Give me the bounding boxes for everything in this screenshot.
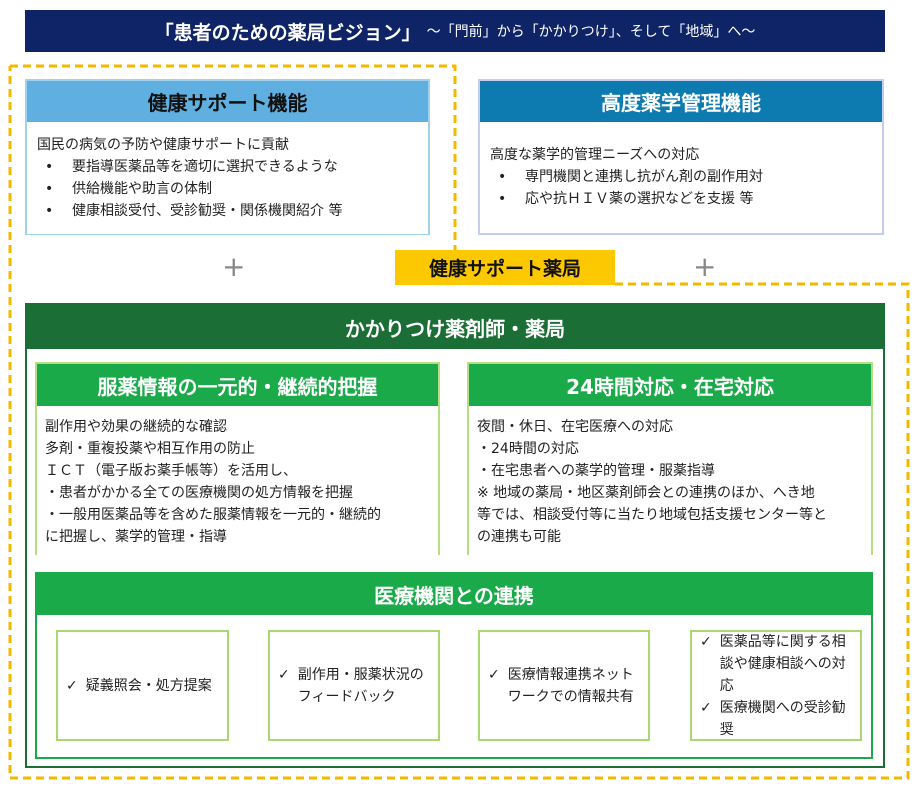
cooperation-item: ✓疑義照会・処方提案	[56, 630, 229, 741]
vision-title-banner: 「患者のための薬局ビジョン」 ～「門前」から「かかりつけ」、そして「地域」へ～	[25, 10, 885, 52]
list-item: •供給機能や助言の体制	[45, 181, 212, 197]
text-line: 夜間・休日、在宅医療への対応	[477, 419, 673, 435]
check-icon: ✓	[700, 699, 712, 716]
medication-heading: 服薬情報の一元的・継続的把握	[37, 364, 438, 406]
text-line: ※ 地域の薬局・地区薬剤師会との連携のほか、へき地	[477, 485, 815, 501]
health-support-box: 健康サポート機能 国民の病気の予防や健康サポートに貢献 •要指導医薬品等を適切に…	[25, 79, 430, 235]
cooperation-item: ✓副作用・服薬状況のフィードバック	[268, 630, 440, 741]
health-support-intro: 国民の病気の予防や健康サポートに貢献	[37, 137, 289, 153]
24h-home-care-box: 24時間対応・在宅対応 夜間・休日、在宅医療への対応 ・24時間の対応 ・在宅患…	[467, 362, 873, 558]
check-icon: ✓	[278, 666, 290, 683]
text-line: に把握し、薬学的管理・指導	[45, 529, 227, 545]
24h-heading: 24時間対応・在宅対応	[469, 364, 871, 406]
plus-icon: +	[693, 250, 717, 283]
text-line: ＩＣＴ（電子版お薬手帳等）を活用し、	[45, 463, 297, 479]
list-item: •専門機関と連携し抗がん剤の副作用対	[498, 169, 763, 185]
medical-cooperation-box: 医療機関との連携	[35, 572, 873, 759]
vision-subtitle: ～「門前」から「かかりつけ」、そして「地域」へ～	[426, 24, 756, 40]
advanced-management-box: 高度薬学管理機能 高度な薬学的管理ニーズへの対応 •専門機関と連携し抗がん剤の副…	[478, 79, 884, 235]
text-line: ・在宅患者への薬学的管理・服薬指導	[477, 463, 715, 479]
medication-info-box: 服薬情報の一元的・継続的把握 副作用や効果の継続的な確認 多剤・重複投薬や相互作…	[35, 362, 440, 558]
text-line: 多剤・重複投薬や相互作用の防止	[45, 441, 255, 457]
text-line: 等では、相談受付等に当たり地域包括支援センター等と	[477, 507, 827, 523]
list-item: •要指導医薬品等を適切に選択できるような	[45, 159, 338, 175]
check-icon: ✓	[488, 666, 500, 683]
kakaritsuke-heading: かかりつけ薬剤師・薬局	[27, 305, 883, 349]
cooperation-item: ✓医薬品等に関する相談や健康相談への対応 ✓医療機関への受診勧奨	[690, 630, 862, 741]
health-support-heading: 健康サポート機能	[27, 81, 428, 122]
text-line: ・24時間の対応	[477, 441, 579, 457]
list-item: •応や抗ＨＩＶ薬の選択などを支援 等	[498, 191, 754, 207]
vision-title: 「患者のための薬局ビジョン」	[154, 21, 421, 44]
kakaritsuke-box: かかりつけ薬剤師・薬局	[25, 303, 885, 768]
text-line: の連携も可能	[477, 529, 561, 545]
check-icon: ✓	[66, 677, 78, 694]
text-line: ・一般用医薬品等を含めた服薬情報を一元的・継続的	[45, 507, 381, 523]
text-line: ・患者がかかる全ての医療機関の処方情報を把握	[45, 485, 353, 501]
cooperation-heading: 医療機関との連携	[37, 574, 871, 615]
advanced-heading: 高度薬学管理機能	[480, 81, 882, 122]
check-icon: ✓	[700, 633, 712, 650]
advanced-intro: 高度な薬学的管理ニーズへの対応	[490, 147, 700, 163]
health-support-pharmacy-label: 健康サポート薬局	[395, 250, 615, 285]
list-item: •健康相談受付、受診勧奨・関係機関紹介 等	[45, 203, 343, 219]
text-line: 副作用や効果の継続的な確認	[45, 419, 227, 435]
plus-icon: +	[222, 250, 246, 283]
cooperation-item: ✓医療情報連携ネットワークでの情報共有	[478, 630, 650, 741]
